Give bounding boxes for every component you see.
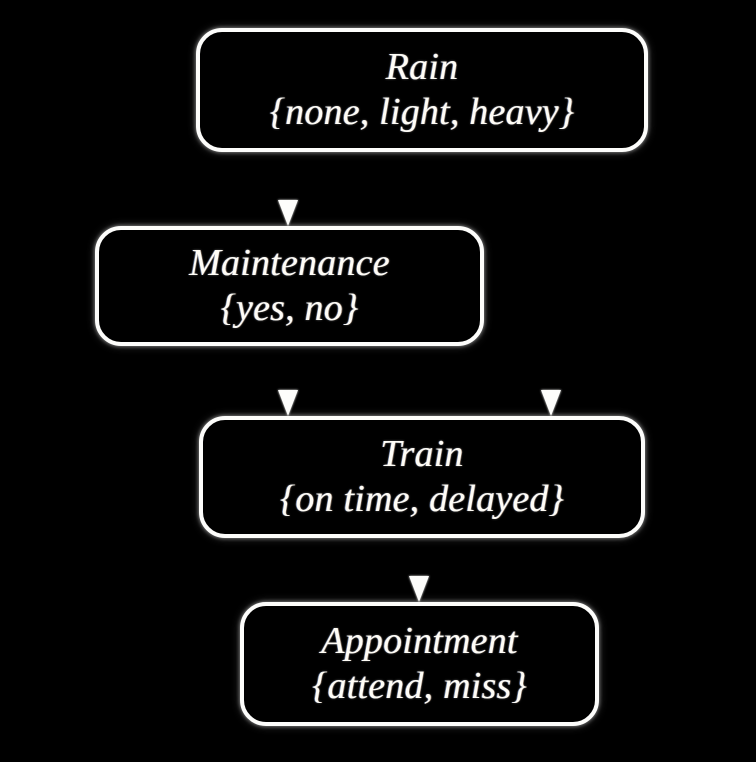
node-maintenance-label: Maintenance (189, 242, 390, 285)
edge-rain-to-train (541, 153, 561, 416)
node-rain[interactable]: Rain {none, light, heavy} (196, 28, 648, 152)
node-train[interactable]: Train {on time, delayed} (199, 416, 645, 538)
edge-rain-to-maintenance (278, 153, 298, 226)
node-train-label: Train (380, 433, 464, 476)
node-maintenance[interactable]: Maintenance {yes, no} (95, 226, 484, 346)
edge-maintenance-to-train (278, 347, 298, 416)
node-appointment-label: Appointment (321, 620, 518, 663)
node-rain-label: Rain (385, 46, 459, 89)
node-maintenance-states: {yes, no} (220, 287, 359, 329)
node-rain-states: {none, light, heavy} (269, 91, 575, 133)
node-appointment-states: {attend, miss} (312, 665, 527, 707)
edge-train-to-appointment (409, 539, 429, 602)
node-train-states: {on time, delayed} (279, 478, 565, 520)
node-appointment[interactable]: Appointment {attend, miss} (240, 602, 599, 726)
